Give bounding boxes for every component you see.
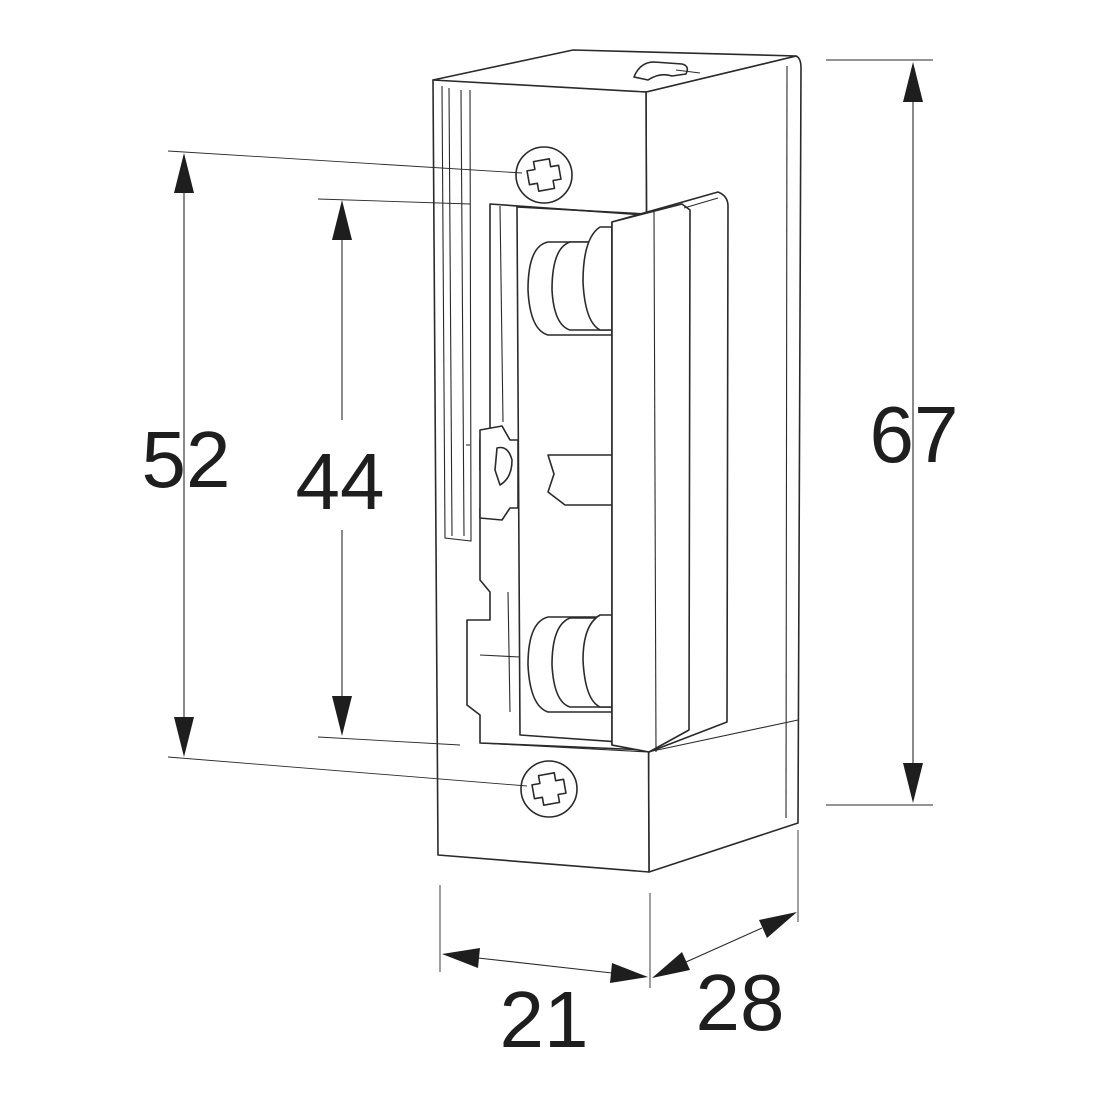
- middle-latch: [479, 425, 616, 521]
- body-base: [479, 719, 799, 753]
- top-slot: [633, 61, 689, 81]
- top-screw: [515, 146, 573, 204]
- dimension-67: 67: [826, 59, 959, 806]
- lower-roller: [479, 614, 613, 713]
- bottom-screw: [520, 760, 578, 818]
- upper-roller: [527, 226, 613, 336]
- dimension-28: 28: [652, 830, 799, 1047]
- latch-cover: [611, 191, 729, 753]
- electric-strike: [432, 49, 802, 873]
- dim-text-67: 67: [870, 390, 959, 479]
- dim-text-28: 28: [696, 958, 785, 1047]
- dim-text-44: 44: [296, 437, 385, 526]
- dimension-21: 21: [439, 885, 651, 1064]
- dim-text-52: 52: [142, 415, 231, 504]
- dim-text-21: 21: [500, 975, 589, 1064]
- faceplate-rim: [441, 85, 472, 542]
- dimension-52: 52: [142, 150, 528, 787]
- dimension-44: 44: [296, 198, 471, 746]
